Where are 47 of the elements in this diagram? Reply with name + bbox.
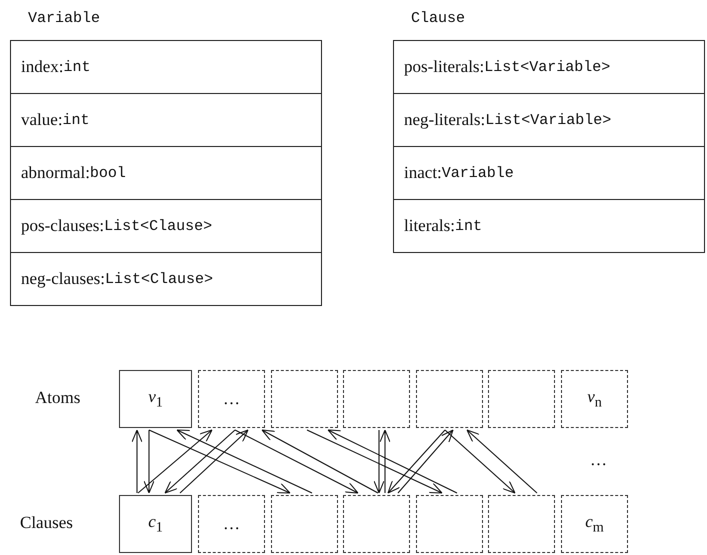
arrow: [148, 430, 290, 494]
arrow: [398, 430, 454, 494]
field-row: neg-literals:List<Variable>: [393, 93, 705, 147]
class-table: [393, 10, 705, 253]
row-label: Atoms: [35, 388, 80, 408]
class-table: [10, 10, 322, 306]
arrow: [180, 430, 248, 494]
field-row: abnormal:bool: [10, 146, 322, 200]
box-cell: [488, 495, 555, 553]
box-cell: [343, 495, 410, 553]
class-name: Variable: [28, 10, 102, 27]
arrow: [144, 430, 154, 494]
field-row: literals:int: [393, 199, 705, 253]
row-label: Clauses: [20, 513, 73, 533]
box-cell: [416, 495, 483, 553]
field-row: index:int: [10, 40, 322, 94]
box-cell: [416, 370, 483, 428]
arrow: [380, 430, 390, 494]
field-row: pos-clauses:List<Clause>: [10, 199, 322, 253]
arrow: [306, 430, 442, 494]
class-name: Clause: [411, 10, 466, 27]
cell-box: v$_{1}$: [119, 370, 192, 428]
arrow: [444, 430, 516, 494]
cell-box: c$_{m}$: [561, 495, 628, 553]
field-row: inact:Variable: [393, 146, 705, 200]
box-cell: [488, 370, 555, 428]
arrow: [176, 430, 312, 494]
field-row: value:int: [10, 93, 322, 147]
cell-box: …: [198, 370, 265, 428]
cell-box: v$_{n}$: [561, 370, 628, 428]
box-cell: [343, 370, 410, 428]
ellipsis: …: [590, 450, 607, 470]
cell-box: …: [198, 495, 265, 553]
cell-box: c$_{1}$: [119, 495, 192, 553]
box-cell: [271, 495, 338, 553]
field-row: neg-clauses:List<Clause>: [10, 252, 322, 306]
arrow: [138, 430, 212, 494]
arrow: [234, 430, 358, 494]
arrow: [262, 430, 378, 494]
arrow: [466, 430, 538, 494]
arrow: [388, 430, 446, 494]
arrow: [328, 430, 458, 494]
arrow: [132, 430, 142, 494]
arrow: [374, 430, 384, 494]
arrow: [164, 430, 236, 494]
field-row: pos-literals:List<Variable>: [393, 40, 705, 94]
box-cell: [271, 370, 338, 428]
